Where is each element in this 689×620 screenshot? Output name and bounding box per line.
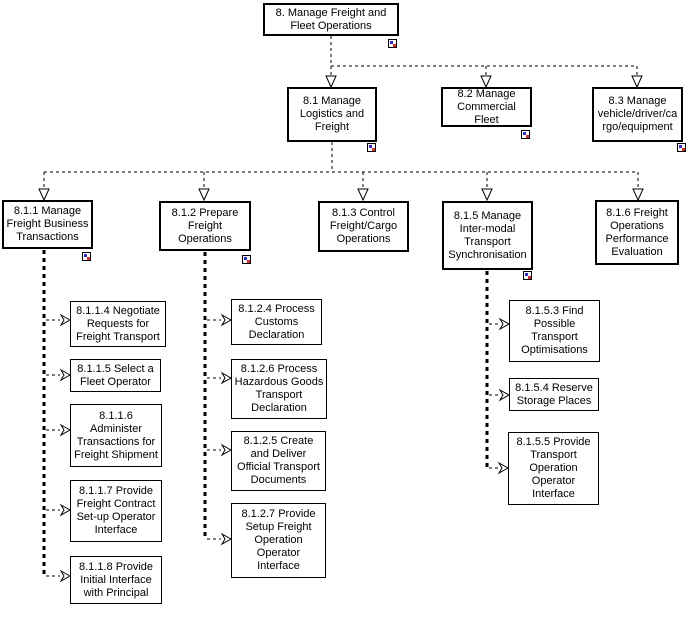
node-label: 8.1.1 Manage Freight Business Transactio… <box>6 205 89 243</box>
marker-blue-square <box>369 145 372 148</box>
subdiagram-marker-icon[interactable] <box>677 143 686 152</box>
node-label: 8.1.3 Control Freight/Cargo Operations <box>329 207 398 245</box>
marker-red-square <box>682 148 685 151</box>
node-label: 8.1 Manage Logistics and Freight <box>299 95 365 133</box>
node-label: 8.2 Manage Commercial Fleet <box>457 87 516 126</box>
level2-connectors <box>43 142 639 189</box>
node-8-1-1-7[interactable]: 8.1.1.7 Provide Freight Contract Set-up … <box>70 480 162 542</box>
node-8-1-5-3[interactable]: 8.1.5.3 Find Possible Transport Optimisa… <box>509 300 600 362</box>
node-label: 8.1.6 Freight Operations Performance Eva… <box>605 206 669 258</box>
node-label: 8.1.2.6 Process Hazardous Goods Transpor… <box>234 363 324 414</box>
node-label: 8.1.1.4 Negotiate Requests for Freight T… <box>76 304 160 343</box>
marker-red-square <box>393 44 396 47</box>
node-8-1-1[interactable]: 8.1.1 Manage Freight Business Transactio… <box>2 200 93 249</box>
node-label: 8.1.1.6 Administer Transactions for Frei… <box>74 409 158 461</box>
node-label: 8.1.5.5 Provide Transport Operation Oper… <box>516 436 591 500</box>
node-8-2[interactable]: 8.2 Manage Commercial Fleet <box>441 87 532 127</box>
subdiagram-marker-icon[interactable] <box>388 39 397 48</box>
node-label: 8. Manage Freight and Fleet Operations <box>275 6 387 32</box>
marker-red-square <box>247 260 250 263</box>
marker-blue-square <box>679 145 682 148</box>
marker-blue-square <box>244 257 247 260</box>
node-8-1-2-6[interactable]: 8.1.2.6 Process Hazardous Goods Transpor… <box>231 359 327 419</box>
node-label: 8.1.5.3 Find Possible Transport Optimisa… <box>521 305 588 356</box>
subdiagram-marker-icon[interactable] <box>523 271 532 280</box>
node-label: 8.1.2.4 Process Customs Declaration <box>238 302 315 341</box>
node-label: 8.1.5.4 Reserve Storage Places <box>515 381 593 407</box>
node-8-1-5-5[interactable]: 8.1.5.5 Provide Transport Operation Oper… <box>508 432 599 505</box>
subdiagram-marker-icon[interactable] <box>521 130 530 139</box>
marker-blue-square <box>84 254 87 257</box>
node-8-1-2-7[interactable]: 8.1.2.7 Provide Setup Freight Operation … <box>231 503 326 578</box>
node-8-1-5[interactable]: 8.1.5 Manage Inter-modal Transport Synch… <box>442 201 533 270</box>
node-label: 8.1.1.8 Provide Initial Interface with P… <box>79 560 153 599</box>
level1-connectors <box>330 36 638 76</box>
subdiagram-marker-icon[interactable] <box>367 143 376 152</box>
marker-red-square <box>528 276 531 279</box>
node-8-1-1-8[interactable]: 8.1.1.8 Provide Initial Interface with P… <box>70 556 162 604</box>
node-label: 8.3 Manage vehicle/driver/cargo/equipmen… <box>597 95 678 133</box>
node-label: 8.1.5 Manage Inter-modal Transport Synch… <box>448 209 527 261</box>
marker-blue-square <box>525 273 528 276</box>
node-label: 8.1.2.5 Create and Deliver Official Tran… <box>237 435 320 486</box>
marker-blue-square <box>523 132 526 135</box>
node-8-1-5-4[interactable]: 8.1.5.4 Reserve Storage Places <box>509 378 599 411</box>
node-8-3[interactable]: 8.3 Manage vehicle/driver/cargo/equipmen… <box>592 87 683 142</box>
node-label: 8.1.1.5 Select a Fleet Operator <box>77 362 154 388</box>
marker-blue-square <box>390 41 393 44</box>
node-8-1-2-4[interactable]: 8.1.2.4 Process Customs Declaration <box>231 299 322 345</box>
marker-red-square <box>87 257 90 260</box>
node-8-1-2-5[interactable]: 8.1.2.5 Create and Deliver Official Tran… <box>231 431 326 491</box>
node-8-1[interactable]: 8.1 Manage Logistics and Freight <box>287 87 377 142</box>
node-8[interactable]: 8. Manage Freight and Fleet Operations <box>263 3 399 36</box>
node-8-1-1-5[interactable]: 8.1.1.5 Select a Fleet Operator <box>70 359 161 392</box>
node-label: 8.1.1.7 Provide Freight Contract Set-up … <box>76 485 156 536</box>
node-8-1-1-4[interactable]: 8.1.1.4 Negotiate Requests for Freight T… <box>70 301 166 347</box>
node-8-1-1-6[interactable]: 8.1.1.6 Administer Transactions for Frei… <box>70 404 162 467</box>
node-label: 8.1.2.7 Provide Setup Freight Operation … <box>241 508 316 572</box>
node-label: 8.1.2 Prepare Freight Operations <box>171 206 239 245</box>
subdiagram-marker-icon[interactable] <box>242 255 251 264</box>
marker-red-square <box>526 135 529 138</box>
marker-red-square <box>372 148 375 151</box>
subdiagram-marker-icon[interactable] <box>82 252 91 261</box>
node-8-1-6[interactable]: 8.1.6 Freight Operations Performance Eva… <box>595 200 679 265</box>
node-8-1-2[interactable]: 8.1.2 Prepare Freight Operations <box>159 201 251 251</box>
node-8-1-3[interactable]: 8.1.3 Control Freight/Cargo Operations <box>318 201 409 252</box>
